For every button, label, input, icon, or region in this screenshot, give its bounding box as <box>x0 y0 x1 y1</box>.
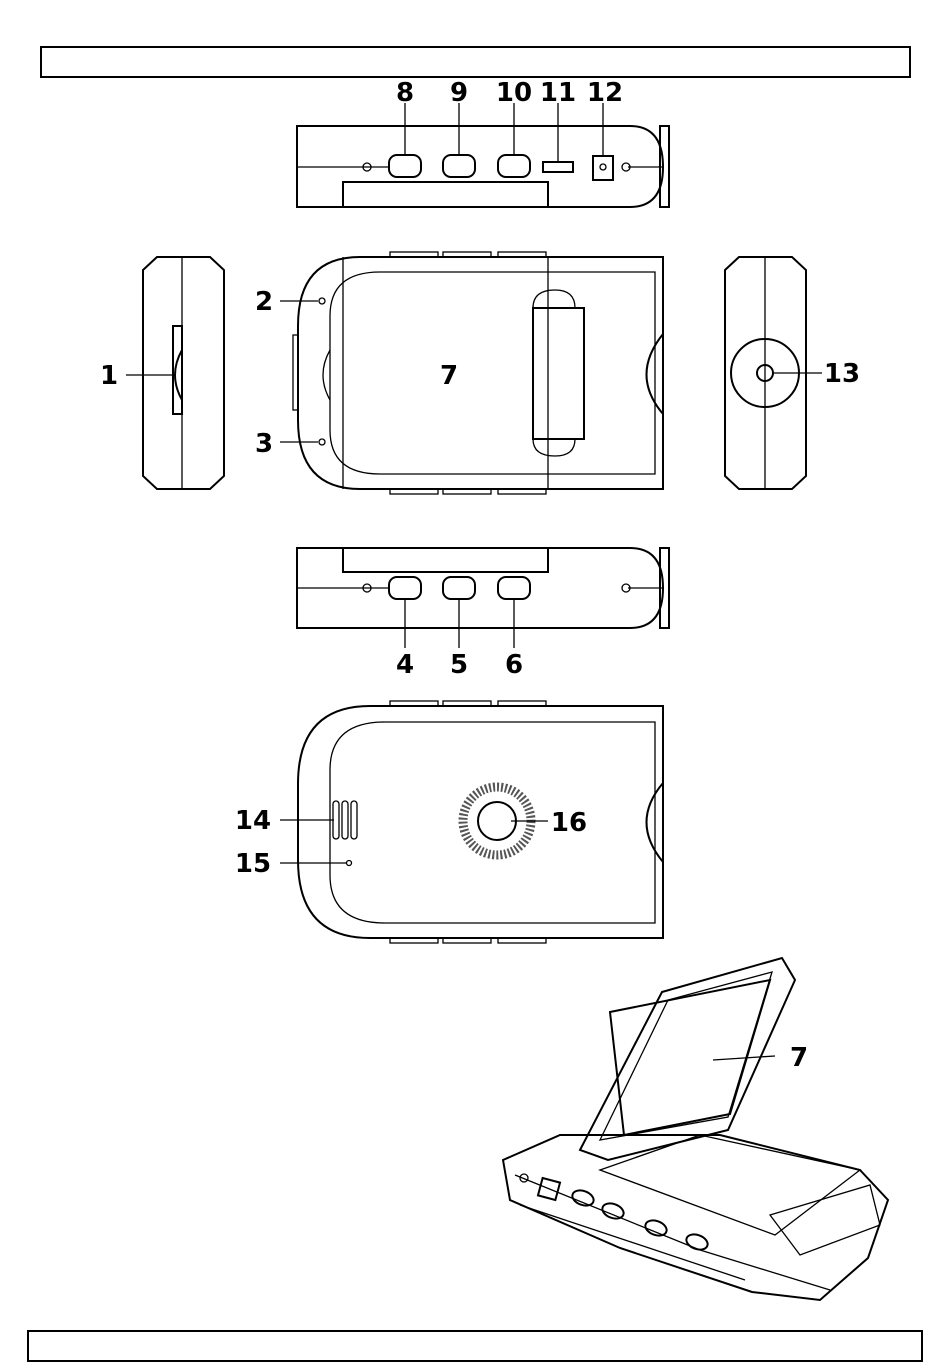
callout-1: 1 <box>100 361 118 391</box>
bottom-edge-view <box>297 548 669 648</box>
callout-7-perspective: 7 <box>790 1043 808 1073</box>
top-view <box>297 103 669 207</box>
button-6 <box>498 577 530 599</box>
callout-4: 4 <box>396 650 414 680</box>
speaker-grille-icon <box>333 801 357 839</box>
callout-3: 3 <box>255 429 273 459</box>
reset-hole-icon <box>347 861 352 866</box>
callout-9: 9 <box>450 78 468 108</box>
callout-13: 13 <box>824 359 860 389</box>
callout-15: 15 <box>235 849 271 879</box>
callout-14: 14 <box>235 806 271 836</box>
callout-11: 11 <box>540 78 576 108</box>
callout-16: 16 <box>551 808 587 838</box>
right-side-view <box>725 257 822 489</box>
led-indicator-icon <box>319 298 325 304</box>
callout-7: 7 <box>440 361 458 391</box>
button-8 <box>389 155 421 177</box>
usb-port-icon <box>543 162 573 172</box>
left-side-view <box>126 257 224 489</box>
dc-jack-icon <box>593 156 613 180</box>
callout-5: 5 <box>450 650 468 680</box>
footer-bar <box>27 1330 923 1362</box>
front-view <box>280 252 663 494</box>
callout-8: 8 <box>396 78 414 108</box>
button-4 <box>389 577 421 599</box>
button-10 <box>498 155 530 177</box>
perspective-view <box>503 958 888 1300</box>
callout-2: 2 <box>255 287 273 317</box>
callout-6: 6 <box>505 650 523 680</box>
callout-12: 12 <box>587 78 623 108</box>
callout-10: 10 <box>496 78 532 108</box>
back-view <box>280 701 663 943</box>
button-5 <box>443 577 475 599</box>
microphone-icon <box>319 439 325 445</box>
button-9 <box>443 155 475 177</box>
